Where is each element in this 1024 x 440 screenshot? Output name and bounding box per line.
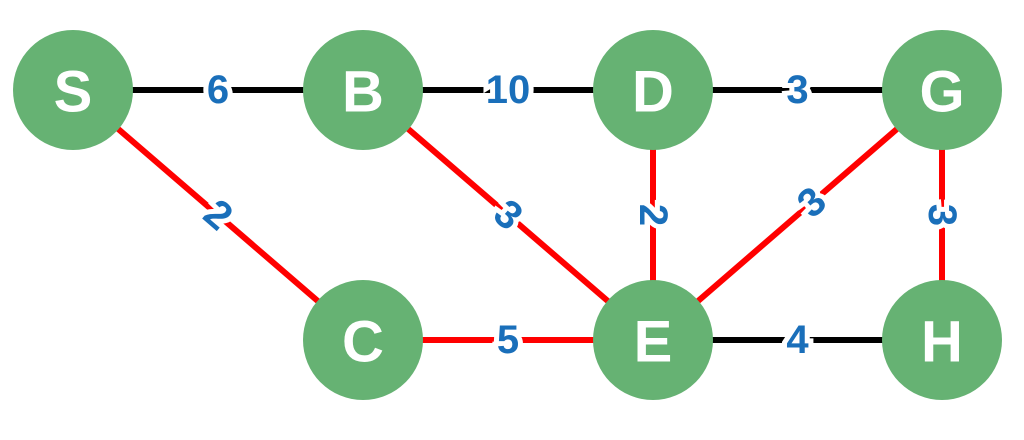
node-circle (593, 30, 713, 150)
node-circle (303, 280, 423, 400)
node-label: S (54, 60, 93, 125)
edge-weight-d-g: 3 (786, 68, 808, 112)
node-g: G (882, 30, 1002, 150)
node-circle (303, 30, 423, 150)
node-circle (882, 30, 1002, 150)
nodes-layer: S B D G C E H (13, 30, 1002, 400)
edge-g-e (651, 87, 944, 343)
edge-weight-b-d: 10 (486, 68, 531, 112)
node-circle (13, 30, 133, 150)
node-h: H (882, 280, 1002, 400)
node-circle (593, 280, 713, 400)
node-label: B (342, 60, 384, 125)
node-d: D (593, 30, 713, 150)
edge-weight-s-b: 6 (207, 68, 229, 112)
node-label: C (342, 310, 384, 375)
node-label: G (919, 60, 964, 125)
node-label: H (921, 310, 963, 375)
node-b: B (303, 30, 423, 150)
node-e: E (593, 280, 713, 400)
edge-s-c (71, 87, 365, 343)
node-label: E (634, 310, 673, 375)
node-label: D (632, 60, 674, 125)
node-circle (882, 280, 1002, 400)
node-s: S (13, 30, 133, 150)
node-c: C (303, 280, 423, 400)
edge-weight-c-e: 5 (497, 318, 519, 362)
edge-weight-g-h: 3 (920, 204, 964, 226)
edge-weight-e-h: 4 (786, 318, 809, 362)
edge-b-e (361, 87, 655, 343)
edge-weight-d-e: 2 (631, 204, 675, 226)
